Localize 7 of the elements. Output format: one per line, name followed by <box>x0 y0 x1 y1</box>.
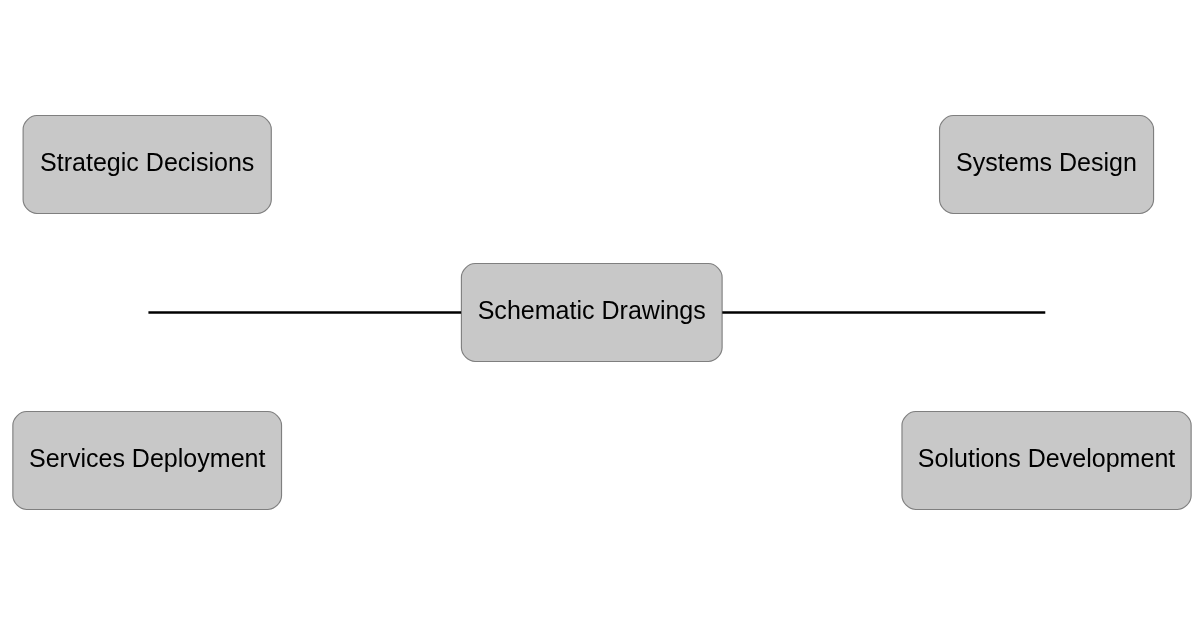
node-box: Schematic Drawings <box>460 262 723 362</box>
node-box: Systems Design <box>938 114 1155 214</box>
connector <box>722 310 1046 314</box>
node-box: Solutions Development <box>901 410 1192 510</box>
connector <box>148 310 462 314</box>
node-box: Services Deployment <box>12 410 283 510</box>
node-box: Strategic Decisions <box>22 114 272 214</box>
